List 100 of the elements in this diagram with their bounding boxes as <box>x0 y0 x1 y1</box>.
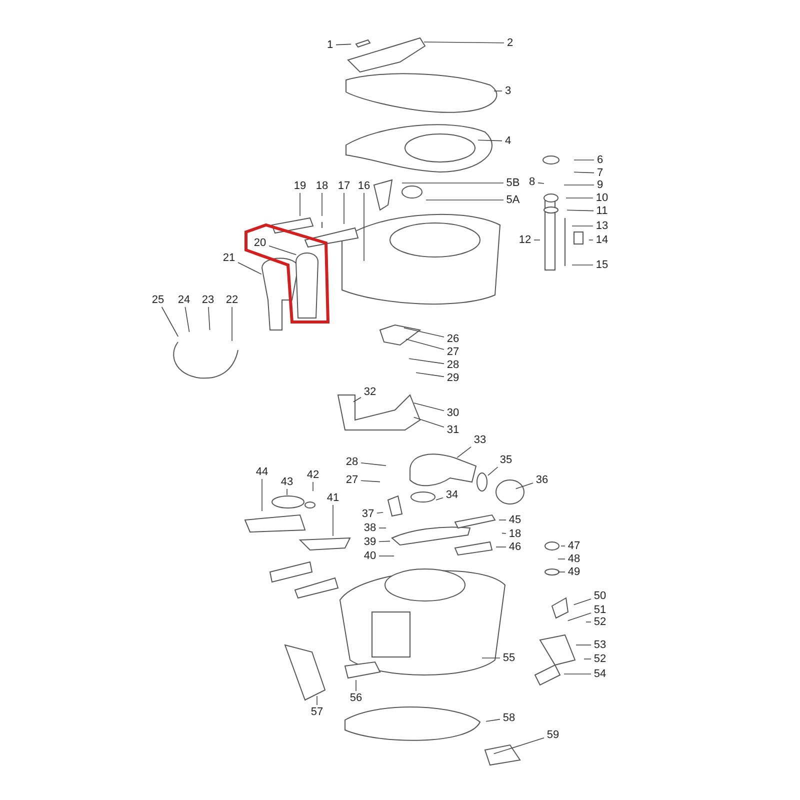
leader-line <box>332 504 334 536</box>
callout-number: 17 <box>336 180 352 192</box>
callout-number: 50 <box>592 590 608 602</box>
leader-line <box>416 372 444 378</box>
leader-line <box>572 264 594 266</box>
leader-line <box>414 402 444 412</box>
leader-line <box>436 497 444 500</box>
callout-number: 28 <box>446 359 460 371</box>
callout-number: 51 <box>592 604 608 616</box>
leader-line <box>378 540 390 542</box>
leader-line <box>238 262 262 275</box>
callout-number: 38 <box>362 522 378 534</box>
leader-line <box>478 140 502 142</box>
callout-number: 5A <box>505 194 521 206</box>
leader-line <box>496 546 506 548</box>
leader-line <box>413 416 444 428</box>
callout-number: 25 <box>150 294 166 306</box>
callout-number: 12 <box>518 234 532 246</box>
callout-number: 57 <box>310 706 324 718</box>
callout-number: 6 <box>596 154 604 166</box>
callout-number: 31 <box>446 424 460 436</box>
callout-number: 41 <box>326 492 340 504</box>
leader-line <box>286 488 288 496</box>
leader-line <box>567 612 592 622</box>
callout-number: 28 <box>344 456 360 468</box>
callout-number: 43 <box>280 476 294 488</box>
callout-number: 10 <box>594 192 610 204</box>
callout-number: 32 <box>362 386 378 398</box>
callout-number: 39 <box>362 536 378 548</box>
leader-line <box>360 480 380 482</box>
callout-number: 47 <box>566 540 582 552</box>
callout-number: 4 <box>504 135 512 147</box>
callout-number: 58 <box>502 712 516 724</box>
leader-line <box>161 306 178 337</box>
callout-number: 54 <box>592 668 608 680</box>
callout-number: 49 <box>566 566 582 578</box>
callout-number: 14 <box>594 234 610 246</box>
leader-line <box>558 558 566 560</box>
callout-number: 16 <box>356 180 372 192</box>
callout-number: 19 <box>292 180 308 192</box>
callout-number: 52 <box>592 653 608 665</box>
callout-number: 44 <box>254 466 270 478</box>
callout-number: 27 <box>446 346 460 358</box>
callout-number: 20 <box>252 237 268 249</box>
callout-number: 40 <box>362 550 378 562</box>
callout-number: 45 <box>508 514 522 526</box>
callout-number: 37 <box>360 508 376 520</box>
leader-line <box>408 358 444 364</box>
leader-line <box>538 182 544 184</box>
leader-line <box>488 466 498 476</box>
leader-line <box>584 658 592 660</box>
callout-number: 18 <box>314 180 330 192</box>
leader-line <box>184 306 190 332</box>
callout-number: 56 <box>348 692 364 704</box>
callout-number: 7 <box>596 167 604 179</box>
leader-line <box>424 42 504 44</box>
callout-number: 9 <box>596 179 604 191</box>
callout-number: 15 <box>594 259 610 271</box>
leader-line <box>573 598 592 606</box>
leader-line <box>360 462 386 466</box>
leader-line <box>574 172 594 174</box>
leader-line <box>316 696 318 706</box>
callout-number: 11 <box>595 205 609 217</box>
callout-number: 21 <box>222 252 236 264</box>
leader-line <box>402 182 504 184</box>
leader-line <box>376 512 384 514</box>
callout-number: 42 <box>306 469 320 481</box>
callout-number: 26 <box>446 333 460 345</box>
callout-number: 35 <box>498 454 514 466</box>
callout-number: 24 <box>176 294 192 306</box>
leader-line <box>502 532 506 534</box>
callout-number: 55 <box>502 652 516 664</box>
callout-number: 34 <box>444 489 460 501</box>
leader-line <box>208 306 210 330</box>
leader-line <box>494 90 502 92</box>
callout-number: 1 <box>326 39 334 51</box>
callout-number: 30 <box>446 407 460 419</box>
leader-line <box>493 738 544 754</box>
leader-line <box>576 644 592 646</box>
callout-number: 27 <box>344 474 360 486</box>
leader-line <box>353 397 362 402</box>
leader-line <box>515 482 534 490</box>
callout-number: 22 <box>224 294 240 306</box>
callout-number: 23 <box>200 294 216 306</box>
callout-number: 29 <box>446 372 460 384</box>
callout-number: 3 <box>504 85 512 97</box>
callout-number: 18 <box>508 528 522 540</box>
callout-number: 36 <box>534 474 550 486</box>
callout-number: 59 <box>546 729 560 741</box>
callout-number: 53 <box>592 639 608 651</box>
callout-number: 46 <box>508 541 522 553</box>
callout-number: 33 <box>472 434 488 446</box>
leader-line <box>406 338 444 350</box>
callout-number: 52 <box>592 616 608 628</box>
callout-number: 48 <box>566 553 582 565</box>
leader-line <box>456 446 472 458</box>
leader-line <box>566 210 594 212</box>
leader-line <box>268 246 297 256</box>
leader-line <box>564 184 594 186</box>
leader-line <box>404 328 444 338</box>
